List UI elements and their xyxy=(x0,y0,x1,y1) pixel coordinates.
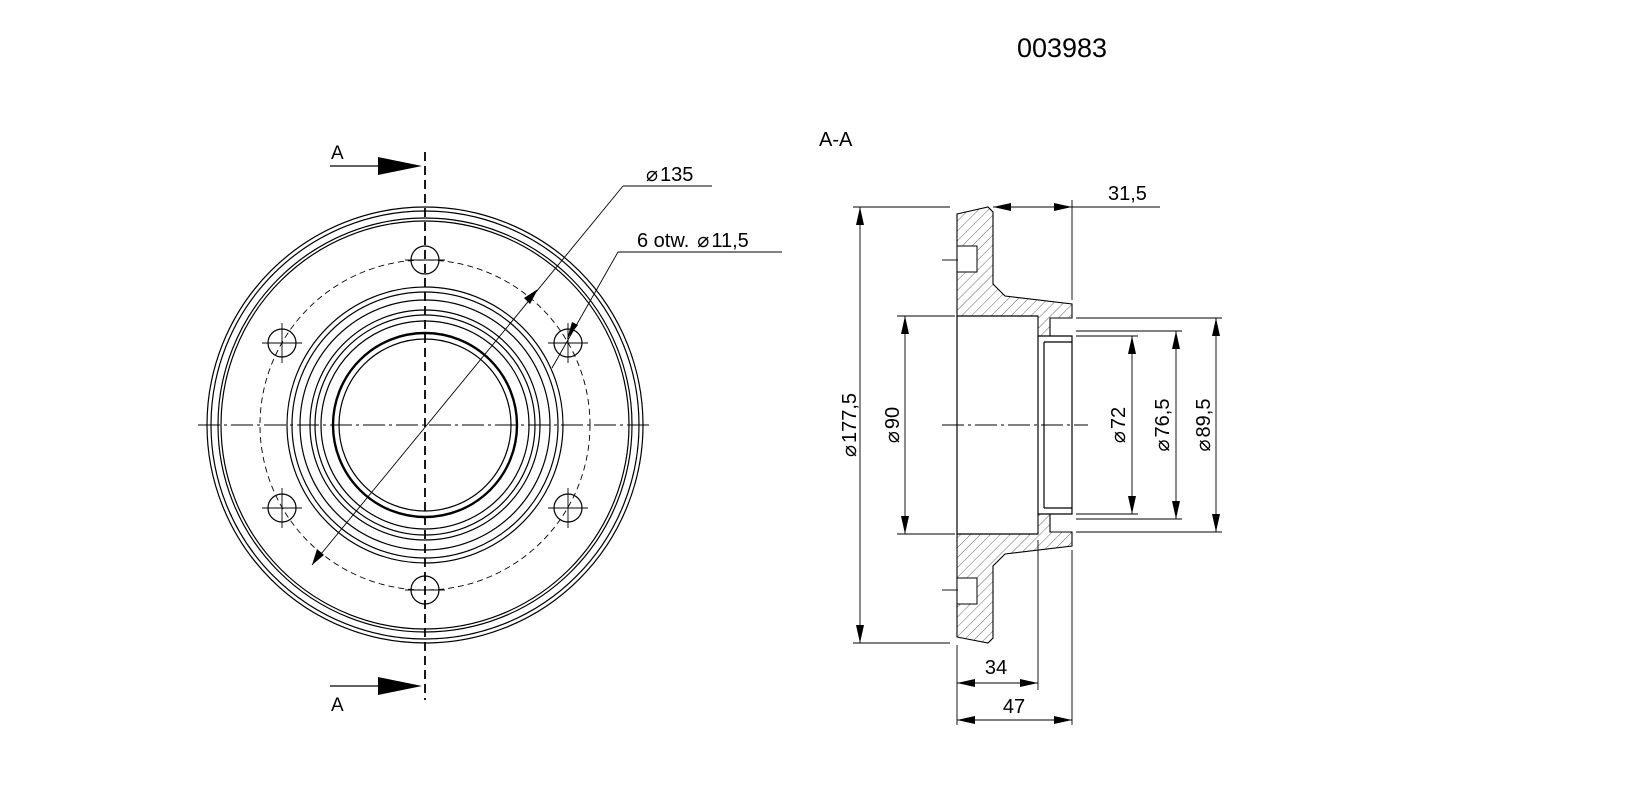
svg-text:⌀76,5: ⌀76,5 xyxy=(1152,399,1174,452)
inner-diameter-dimension: ⌀72 xyxy=(1076,335,1138,515)
svg-text:⌀135: ⌀135 xyxy=(646,164,693,186)
section-arrow-bottom: A xyxy=(330,677,422,716)
svg-text:⌀72: ⌀72 xyxy=(1108,407,1130,443)
section-title: A-A xyxy=(819,129,853,151)
section-view: A-A ⌀177,5 xyxy=(819,129,1222,725)
svg-text:⌀89,5: ⌀89,5 xyxy=(1193,399,1215,452)
svg-text:⌀177,5: ⌀177,5 xyxy=(839,393,861,457)
svg-text:⌀90: ⌀90 xyxy=(882,407,904,443)
step-diameter-dimension: ⌀76,5 xyxy=(1076,330,1182,520)
svg-text:47: 47 xyxy=(1003,696,1025,718)
hole-dimension: 6 otw.⌀11,5 xyxy=(551,230,782,369)
svg-text:A: A xyxy=(331,695,344,716)
pitch-circle-dimension: ⌀135 xyxy=(311,164,712,566)
hub-diameter-dimension: ⌀89,5 xyxy=(1076,317,1222,533)
length-short-dimension: 34 xyxy=(956,540,1039,725)
front-view: A A ⌀135 6 otw.⌀11,5 xyxy=(198,143,782,716)
outer-diameter-dimension: ⌀177,5 xyxy=(839,206,950,644)
length-total-dimension: 47 xyxy=(957,550,1073,725)
bore-diameter-dimension: ⌀90 xyxy=(882,315,955,535)
svg-text:A: A xyxy=(331,143,344,164)
section-arrow-top: A xyxy=(330,143,422,175)
part-number: 003983 xyxy=(1017,33,1107,63)
svg-text:34: 34 xyxy=(985,657,1007,679)
svg-text:31,5: 31,5 xyxy=(1108,183,1147,205)
svg-text:6 otw.⌀11,5: 6 otw.⌀11,5 xyxy=(637,230,749,252)
flange-thickness-dimension: 31,5 xyxy=(993,183,1160,300)
